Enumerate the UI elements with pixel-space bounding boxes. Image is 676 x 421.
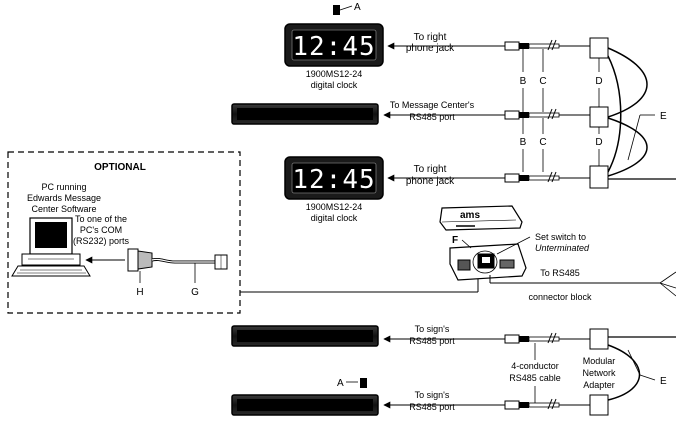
cable-row-5 [470,394,609,416]
clock-mid-label-2: digital clock [311,213,358,223]
clock-mid-label-1: 1900MS12-24 [306,202,363,212]
callout-connector-l1: To RS485 [540,268,580,278]
callout-right-jack-1-l1: To right [414,32,447,43]
pc-computer-icon [11,217,91,277]
clock-mid: 12:45 1900MS12-24 digital clock [284,156,384,223]
daisy-chain-cables-top [607,47,648,177]
callout-right-jack-2-l1: To right [414,164,447,175]
converter-brand: ams [460,210,480,221]
optional-box [7,151,241,314]
cable-row-4 [470,328,609,350]
letter-g: G [191,287,199,298]
com-label-2: PC's COM [80,225,122,235]
letter-f: F [452,235,458,246]
callout-sign1-l1: To sign's [415,324,450,334]
message-sign-top [231,103,379,125]
letter-c2: C [539,137,546,148]
letter-e-bottom: E [660,376,667,387]
db9-connector-icon [127,248,153,272]
callout-msg-center-l2: RS485 port [409,112,455,122]
letter-c1: C [539,76,546,87]
callout-connector-l2: connector block [528,292,592,302]
letter-h: H [136,287,143,298]
callout-switch-l1: Set switch to [535,232,586,242]
callout-adapter-l2: Network [582,368,616,378]
callout-msg-center-l1: To Message Center's [390,100,475,110]
com-label-1: To one of the [75,214,127,224]
callout-adapter-l3: Adapter [583,380,615,390]
cable-row-2 [470,106,609,128]
callout-cable-l1: 4-conductor [511,361,559,371]
cable-row-1 [470,37,609,59]
letter-a-bottom: A [337,378,344,389]
daisy-chain-cables-bottom [607,344,640,401]
clock-top: A 12:45 1900MS12-24 digital clock [284,2,384,90]
letter-b2: B [520,137,527,148]
letter-b1: B [520,76,527,87]
com-label-3: (RS232) ports [73,236,130,246]
cable-row-3 [470,165,609,189]
clock-top-digits: 12:45 [292,32,375,62]
callout-cable-l2: RS485 cable [509,373,561,383]
letter-d1: D [595,76,602,87]
letter-d2: D [595,137,602,148]
rs232-rs485-converter: ams [439,205,527,281]
callout-sign2-l2: RS485 port [409,402,455,412]
optional-title: OPTIONAL [94,162,146,173]
callout-right-jack-2-l2: phone jack [406,176,455,187]
clock-mid-digits: 12:45 [292,165,375,195]
callout-switch-l2: Unterminated [535,243,590,253]
pc-label-2: Edwards Message [27,193,101,203]
callout-sign1-l2: RS485 port [409,336,455,346]
callout-right-jack-1-l2: phone jack [406,43,455,54]
clock-top-label-2: digital clock [311,80,358,90]
power-marker-a-top [333,5,340,15]
pc-label-3: Center Software [31,204,96,214]
serial-cable [151,254,228,270]
letter-e-top: E [660,111,667,122]
pc-label-1: PC running [41,182,86,192]
message-sign-bottom: A [231,378,379,416]
callout-sign2-l1: To sign's [415,390,450,400]
letter-a-top: A [354,2,361,13]
power-marker-a-bottom [360,378,367,388]
clock-top-label-1: 1900MS12-24 [306,69,363,79]
message-sign-mid [231,325,379,347]
callout-adapter-l1: Modular [583,356,616,366]
